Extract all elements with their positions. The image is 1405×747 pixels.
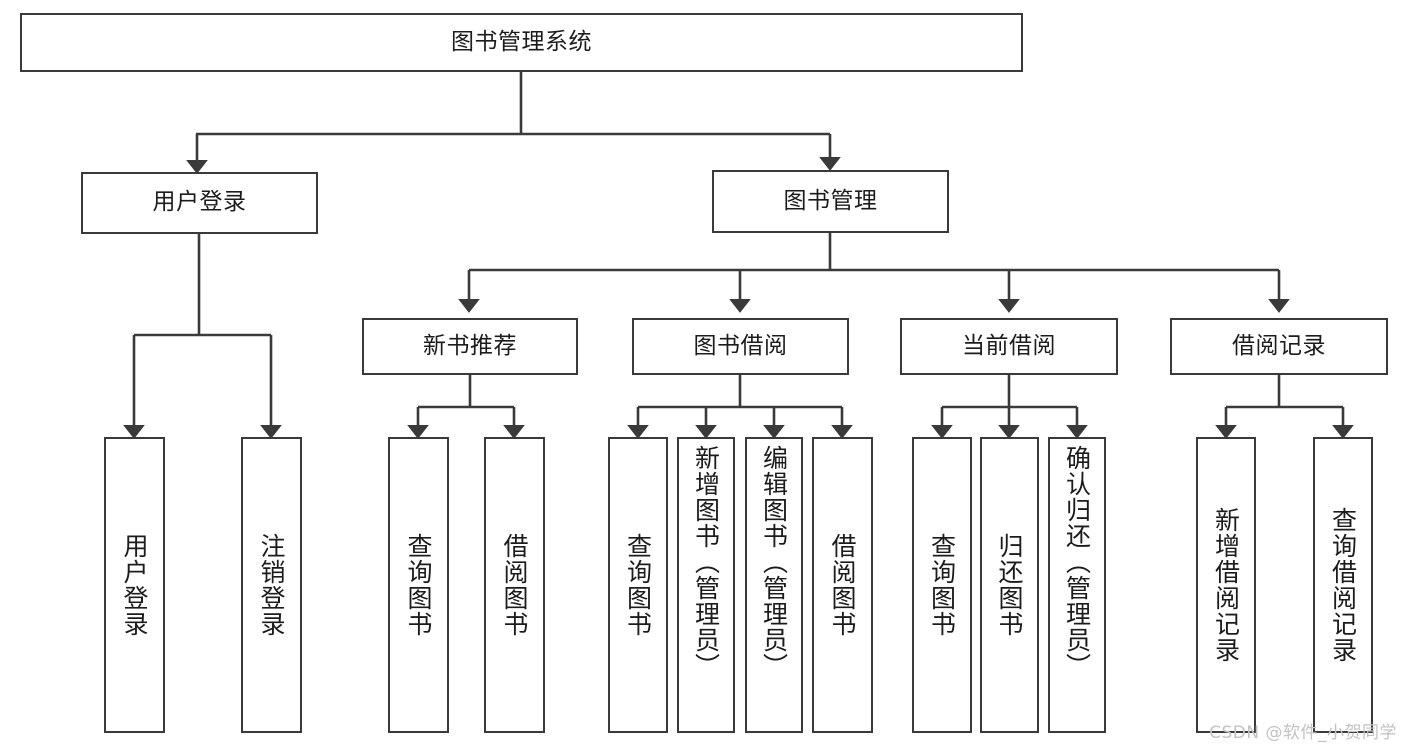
- csdn-watermark: CSDN @软件_小贺同学: [1209, 723, 1397, 743]
- node-leaf-add-book-label: 新增图书（管理员）: [691, 445, 721, 679]
- node-leaf-query-book-1-label: 查询图书: [404, 533, 433, 637]
- node-leaf-add-book[interactable]: 新增图书（管理员）: [677, 437, 735, 733]
- node-user-login-label: 用户登录: [152, 189, 247, 216]
- node-root[interactable]: 图书管理系统: [20, 13, 1023, 72]
- node-leaf-add-record[interactable]: 新增借阅记录: [1196, 437, 1256, 733]
- node-leaf-add-record-label: 新增借阅记录: [1211, 507, 1241, 663]
- node-leaf-confirm-return[interactable]: 确认归还（管理员）: [1048, 437, 1106, 733]
- node-leaf-edit-book[interactable]: 编辑图书（管理员）: [745, 437, 803, 733]
- node-leaf-query-book-3-label: 查询图书: [927, 533, 957, 637]
- node-user-login[interactable]: 用户登录: [81, 172, 318, 234]
- node-leaf-logout-label: 注销登录: [257, 533, 286, 637]
- node-new-book-rec[interactable]: 新书推荐: [362, 318, 578, 375]
- node-leaf-query-book-3[interactable]: 查询图书: [912, 437, 972, 733]
- node-leaf-return-book[interactable]: 归还图书: [980, 437, 1039, 733]
- node-leaf-query-book-2[interactable]: 查询图书: [608, 437, 668, 733]
- node-leaf-confirm-return-label: 确认归还（管理员）: [1062, 445, 1092, 679]
- node-leaf-logout[interactable]: 注销登录: [241, 437, 302, 733]
- node-leaf-borrow-book-2-label: 借阅图书: [828, 533, 857, 637]
- node-book-manage[interactable]: 图书管理: [712, 170, 949, 233]
- node-leaf-query-book-2-label: 查询图书: [623, 533, 653, 637]
- node-leaf-query-record[interactable]: 查询借阅记录: [1313, 437, 1373, 733]
- node-leaf-query-record-label: 查询借阅记录: [1328, 507, 1358, 663]
- node-root-label: 图书管理系统: [451, 28, 592, 55]
- node-leaf-query-book-1[interactable]: 查询图书: [388, 437, 449, 733]
- node-leaf-edit-book-label: 编辑图书（管理员）: [759, 445, 789, 679]
- node-leaf-borrow-book-1[interactable]: 借阅图书: [484, 437, 545, 733]
- node-leaf-user-login[interactable]: 用户登录: [104, 437, 165, 733]
- node-current-borrow-label: 当前借阅: [962, 332, 1056, 359]
- node-leaf-return-book-label: 归还图书: [995, 533, 1024, 637]
- node-leaf-user-login-label: 用户登录: [120, 533, 149, 637]
- node-current-borrow[interactable]: 当前借阅: [900, 318, 1118, 375]
- node-borrow-record[interactable]: 借阅记录: [1170, 318, 1388, 375]
- node-book-borrow[interactable]: 图书借阅: [632, 318, 849, 375]
- node-new-book-rec-label: 新书推荐: [423, 332, 517, 359]
- node-leaf-borrow-book-1-label: 借阅图书: [500, 533, 529, 637]
- node-book-manage-label: 图书管理: [783, 187, 878, 214]
- node-borrow-record-label: 借阅记录: [1232, 332, 1326, 359]
- node-book-borrow-label: 图书借阅: [693, 332, 788, 359]
- node-leaf-borrow-book-2[interactable]: 借阅图书: [812, 437, 873, 733]
